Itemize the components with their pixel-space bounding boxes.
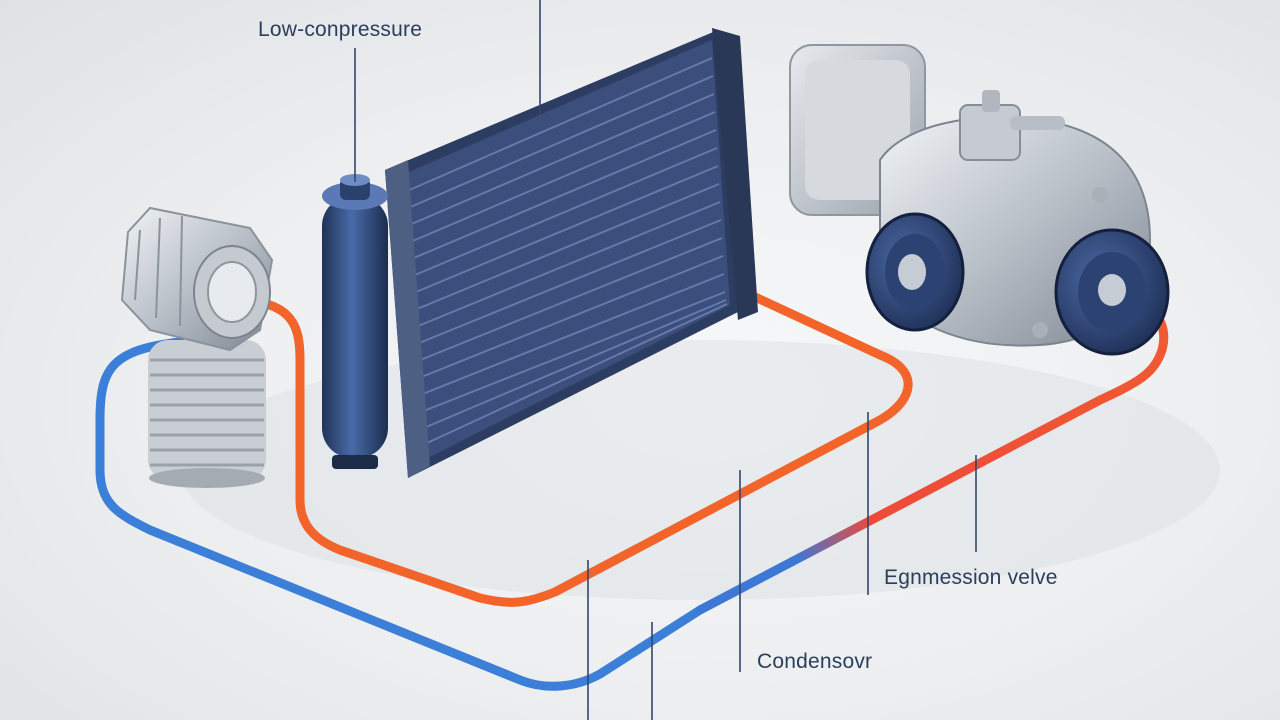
expansion-fitting <box>120 206 274 352</box>
receiver-drier <box>322 174 388 469</box>
leader-lines <box>354 0 977 720</box>
condenser-unit <box>385 28 758 478</box>
compressor <box>789 44 1170 356</box>
cold-line-pipe <box>95 337 705 691</box>
label-condenser: Condensovr <box>757 650 873 673</box>
label-expansion-valve: Egnmession velve <box>884 566 1058 589</box>
label-low-compressure: Low-conpressure <box>258 18 423 41</box>
hot-line-pipe <box>217 285 913 607</box>
accumulator <box>148 340 266 488</box>
